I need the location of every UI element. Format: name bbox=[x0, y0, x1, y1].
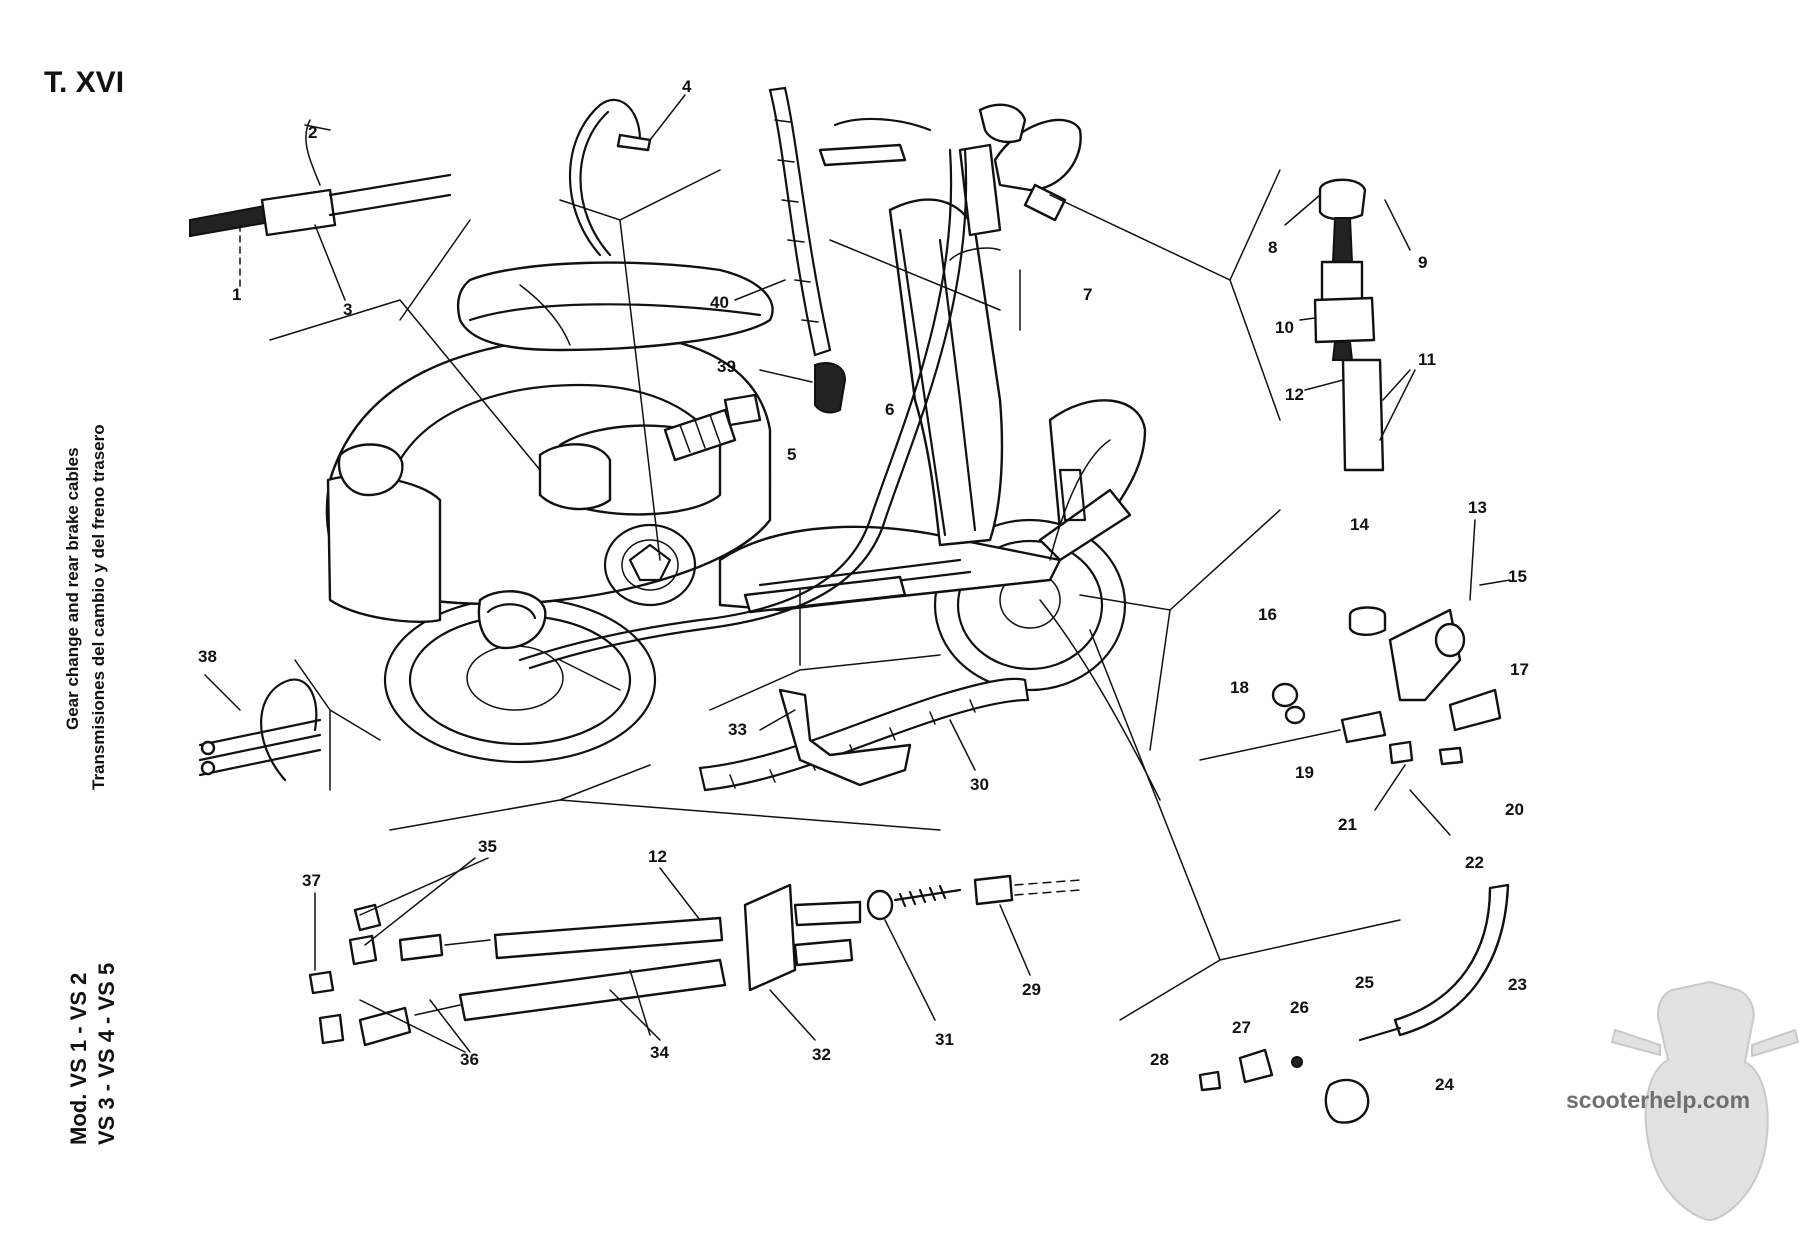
label-35: 35 bbox=[478, 837, 497, 856]
part-adjuster-stack-8-12 bbox=[1284, 178, 1416, 472]
label-37: 37 bbox=[302, 871, 321, 890]
part-cable-assembly-29-37 bbox=[308, 874, 1081, 1047]
label-27: 27 bbox=[1232, 1018, 1251, 1037]
label-19: 19 bbox=[1295, 763, 1314, 782]
label-34: 34 bbox=[650, 1043, 669, 1062]
label-22: 22 bbox=[1465, 853, 1484, 872]
label-12-lower: 12 bbox=[648, 847, 667, 866]
label-7: 7 bbox=[1083, 285, 1092, 304]
side-title-spanish: Transmisiones del cambio y del freno tra… bbox=[89, 424, 108, 790]
side-title-english: Gear change and rear brake cables bbox=[63, 447, 82, 730]
part-grommet-39 bbox=[759, 362, 847, 414]
part-cable-fittings-23-28 bbox=[1198, 883, 1510, 1124]
label-26: 26 bbox=[1290, 998, 1309, 1017]
label-14: 14 bbox=[1350, 515, 1369, 534]
label-28: 28 bbox=[1150, 1050, 1169, 1069]
label-2: 2 bbox=[308, 123, 317, 142]
part-clip-band-4 bbox=[568, 94, 686, 257]
label-18: 18 bbox=[1230, 678, 1249, 697]
label-21: 21 bbox=[1338, 815, 1357, 834]
label-10: 10 bbox=[1275, 318, 1294, 337]
label-12: 12 bbox=[1285, 385, 1304, 404]
label-5: 5 bbox=[787, 445, 796, 464]
watermark-scooter-logo bbox=[1610, 980, 1800, 1222]
label-25: 25 bbox=[1355, 973, 1374, 992]
plate-label: T. XVI bbox=[44, 66, 124, 99]
part-hose-40 bbox=[734, 86, 832, 357]
label-15: 15 bbox=[1508, 567, 1527, 586]
label-6: 6 bbox=[885, 400, 894, 419]
label-leaders-lower bbox=[314, 857, 701, 1053]
label-16: 16 bbox=[1258, 605, 1277, 624]
leader-lines bbox=[269, 169, 1401, 1021]
label-29: 29 bbox=[1022, 980, 1041, 999]
label-31: 31 bbox=[935, 1030, 954, 1049]
part-cable-end-1-3 bbox=[189, 119, 452, 301]
label-17: 17 bbox=[1510, 660, 1529, 679]
watermark-text: scooterhelp.com bbox=[1566, 1087, 1750, 1113]
part-hose-30-bracket-33 bbox=[698, 677, 1030, 792]
label-40: 40 bbox=[710, 293, 729, 312]
label-11: 11 bbox=[1418, 350, 1436, 369]
label-13: 13 bbox=[1468, 498, 1487, 517]
label-33: 33 bbox=[728, 720, 747, 739]
label-32: 32 bbox=[812, 1045, 831, 1064]
model-line-1: Mod. VS 1 - VS 2 bbox=[66, 973, 91, 1145]
scooter-illustration bbox=[325, 103, 1161, 801]
label-9: 9 bbox=[1418, 253, 1427, 272]
label-39: 39 bbox=[717, 357, 736, 376]
label-24: 24 bbox=[1435, 1075, 1454, 1094]
part-brake-pedal-13-22 bbox=[1199, 519, 1511, 836]
label-8: 8 bbox=[1268, 238, 1277, 257]
label-20: 20 bbox=[1505, 800, 1524, 819]
part-clip-38 bbox=[198, 674, 322, 782]
label-38: 38 bbox=[198, 647, 217, 666]
label-23: 23 bbox=[1508, 975, 1527, 994]
label-4: 4 bbox=[682, 77, 692, 96]
model-line-2: VS 3 - VS 4 - VS 5 bbox=[94, 963, 119, 1145]
part-number-labels: 1 2 3 4 5 6 7 8 9 10 11 12 12 13 14 15 1… bbox=[198, 77, 1529, 1094]
label-36: 36 bbox=[460, 1050, 479, 1069]
label-30: 30 bbox=[970, 775, 989, 794]
label-3: 3 bbox=[343, 300, 352, 319]
label-1: 1 bbox=[232, 285, 241, 304]
